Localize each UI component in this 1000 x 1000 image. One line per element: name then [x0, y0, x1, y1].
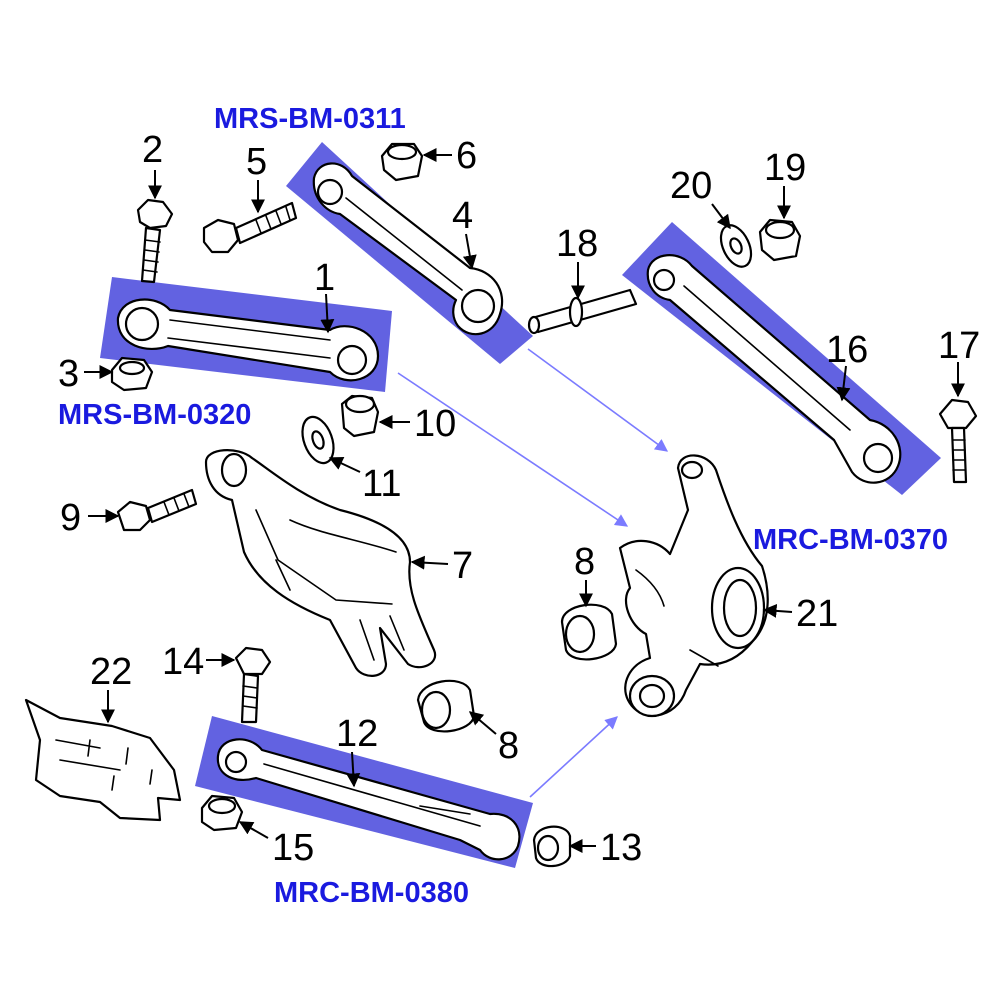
callout-16: 16 — [826, 329, 868, 371]
leader-12 — [346, 751, 361, 788]
bolt-5[interactable] — [202, 201, 298, 254]
leader-16 — [836, 365, 851, 402]
leader-4 — [462, 233, 477, 270]
washer-20[interactable] — [715, 221, 757, 272]
leader-1 — [320, 293, 335, 334]
callout-18: 18 — [556, 223, 598, 265]
nut-15[interactable] — [200, 794, 244, 832]
bushing-13[interactable] — [532, 825, 572, 868]
callout-13: 13 — [600, 827, 642, 869]
callout-17: 17 — [938, 325, 980, 367]
bushing-10[interactable] — [340, 394, 380, 438]
part-code-upper-front-arm[interactable]: MRS-BM-0311 — [214, 103, 406, 135]
callout-22: 22 — [90, 651, 132, 693]
callout-8b: 8 — [498, 725, 519, 767]
callout-1: 1 — [314, 257, 335, 299]
bushing-8a[interactable] — [560, 603, 618, 661]
callout-6: 6 — [456, 135, 477, 177]
nut-19[interactable] — [758, 218, 802, 262]
upper-rear-arm-1[interactable] — [116, 298, 380, 382]
callout-15: 15 — [272, 827, 314, 869]
leader-21 — [762, 603, 793, 618]
callout-9: 9 — [60, 497, 81, 539]
bracket-22[interactable] — [24, 698, 182, 822]
callout-11: 11 — [362, 463, 401, 505]
callout-10: 10 — [414, 403, 456, 445]
leader-11 — [328, 456, 361, 473]
right-arm-16[interactable] — [646, 254, 902, 484]
upper-front-arm-4[interactable] — [312, 162, 504, 336]
bushing-8b[interactable] — [416, 679, 476, 733]
nut-6[interactable] — [380, 142, 424, 182]
leader-7 — [410, 555, 449, 570]
bolt-17[interactable] — [938, 398, 978, 484]
callout-20: 20 — [670, 165, 712, 207]
pin-18[interactable] — [527, 288, 638, 335]
leader-8b — [468, 711, 497, 735]
leader-15 — [238, 821, 269, 839]
callout-7: 7 — [452, 545, 473, 587]
callout-8a: 8 — [574, 541, 595, 583]
washer-11[interactable] — [297, 413, 340, 468]
callout-19: 19 — [764, 147, 806, 189]
callout-14: 14 — [162, 641, 204, 683]
callout-12: 12 — [336, 713, 378, 755]
guide-arrow-upper-front-arm — [527, 348, 669, 452]
callout-4: 4 — [452, 195, 473, 237]
subframe-7[interactable] — [204, 449, 437, 677]
knuckle-21[interactable] — [618, 454, 769, 718]
bolt-2[interactable] — [136, 198, 174, 284]
guide-arrow-lower-arm — [529, 716, 618, 798]
nut-3[interactable] — [110, 356, 154, 392]
callout-2: 2 — [142, 129, 163, 171]
lower-arm-12[interactable] — [216, 738, 521, 861]
part-code-right-arm[interactable]: MRC-BM-0370 — [753, 524, 948, 556]
callout-3: 3 — [58, 353, 79, 395]
callout-5: 5 — [246, 141, 267, 183]
callout-21: 21 — [796, 593, 838, 635]
bolt-9[interactable] — [116, 488, 198, 532]
guide-arrow-upper-rear-arm — [397, 372, 629, 527]
bolt-14[interactable] — [234, 646, 272, 724]
leader-20 — [711, 203, 731, 230]
part-code-upper-rear-arm[interactable]: MRS-BM-0320 — [58, 399, 251, 431]
part-code-lower-arm[interactable]: MRC-BM-0380 — [274, 877, 469, 909]
